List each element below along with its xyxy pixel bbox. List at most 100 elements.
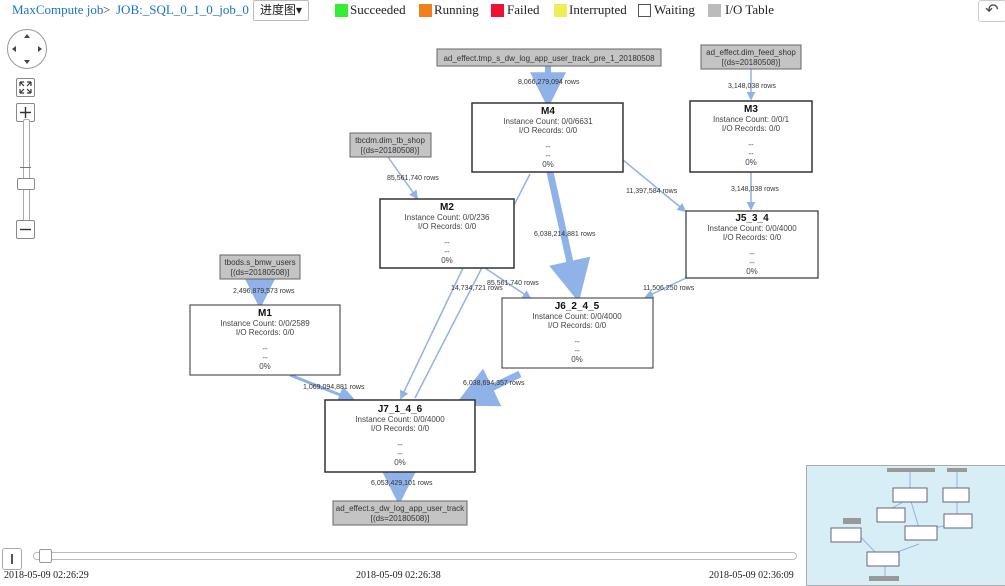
stage-name: M4 [541,106,555,117]
stage-progress: 0% [571,355,583,364]
instance-count: Instance Count: 0/0/4000 [355,415,445,424]
stage-node-m2[interactable]: M2 Instance Count: 0/0/236 I/O Records: … [379,198,515,269]
stage-node-m3[interactable]: M3 Instance Count: 0/0/1 I/O Records: 0/… [689,100,813,173]
zoom-tick [20,167,31,168]
stage-time: -- [444,238,450,247]
io-table-name: tbcdm.dim_tb_shop [355,136,425,145]
stage-time: -- [574,337,580,346]
legend-swatch-interrupted [554,4,567,17]
stage-node-m4[interactable]: M4 Instance Count: 0/0/6631 I/O Records:… [471,102,624,173]
stage-time: -- [545,142,551,151]
edge-label: 85,561,740 rows [387,175,439,182]
legend-swatch-io-table [708,4,721,17]
edge-m4-j5 [622,159,687,213]
undo-arrow-icon: ↶ [985,2,999,19]
edge-label: 11,397,584 rows [626,188,678,195]
stage-progress: 0% [394,458,406,467]
stage-node-j5[interactable]: J5_3_4 Instance Count: 0/0/4000 I/O Reco… [685,210,819,279]
edge-label: 6,053,429,101 rows [371,480,433,487]
io-records: I/O Records: 0/0 [548,321,607,330]
back-button[interactable]: ↶ [978,0,1005,22]
view-mode-label: 进度图 [259,3,296,17]
stage-name: J5_3_4 [735,213,769,224]
fit-screen-button[interactable] [16,78,35,97]
stage-time: -- [262,353,268,362]
io-table-name: ad_effect.tmp_s_dw_log_app_user_track_pr… [443,54,655,63]
legend-waiting: Waiting [654,2,695,17]
io-records: I/O Records: 0/0 [418,222,477,231]
edge-label: 85,561,740 rows [487,280,539,287]
edge-m2-j6 [484,267,532,299]
breadcrumb-job: JOB:_SQL_0_1_0_job_0 [116,2,249,18]
io-table-feed[interactable]: ad_effect.dim_feed_shop [(ds=20180508)] [700,44,802,70]
minimap-graph [830,468,973,581]
timeline-mid-time: 2018-05-09 02:26:38 [356,570,441,581]
view-mode-select[interactable]: 进度图▾ [253,0,309,21]
stage-name: M3 [744,104,758,115]
timeline-play-button[interactable] [2,548,22,570]
stage-progress: 0% [746,267,758,276]
instance-count: Instance Count: 0/0/2589 [220,319,310,328]
legend-swatch-failed [491,4,504,17]
minimap[interactable] [806,465,1005,586]
legend-swatch-succeeded [335,4,348,17]
io-table-partition: [(ds=20180508)] [231,268,290,277]
edge-m1-j7 [289,373,357,404]
legend-interrupted: Interrupted [569,2,627,17]
io-table-name: ad_effect.s_dw_log_app_user_track [336,504,465,513]
legend-succeeded: Succeeded [350,2,406,17]
io-table-track[interactable]: ad_effect.s_dw_log_app_user_track [(ds=2… [332,500,468,526]
io-records: I/O Records: 0/0 [371,424,430,433]
stage-node-j6[interactable]: J6_2_4_5 Instance Count: 0/0/4000 I/O Re… [501,297,654,369]
io-table-users[interactable]: tbods.s_bmw_users [(ds=20180508)] [219,254,301,280]
minus-icon [20,228,31,231]
io-records: I/O Records: 0/0 [722,124,781,133]
breadcrumb: MaxCompute job [12,2,103,18]
io-records: I/O Records: 0/0 [236,328,295,337]
breadcrumb-root-link[interactable]: MaxCompute job [12,2,104,17]
edge-label: 1,069,094,881 rows [303,384,365,391]
zoom-out-button[interactable] [16,220,35,239]
timeline-end-time: 2018-05-09 02:36:09 [709,570,794,581]
instance-count: Instance Count: 0/0/4000 [532,312,622,321]
stage-time: -- [749,249,755,258]
io-table-tbshop[interactable]: tbcdm.dim_tb_shop [(ds=20180508)] [349,132,432,158]
legend-swatch-waiting [638,4,651,17]
timeline-handle[interactable] [39,549,52,563]
stage-progress: 0% [542,160,554,169]
stage-time: -- [444,247,450,256]
pan-control[interactable] [7,29,47,69]
io-table-name: tbods.s_bmw_users [224,258,295,267]
stage-time: -- [545,151,551,160]
edge-tbshop-m2 [387,156,419,200]
breadcrumb-job-link[interactable]: JOB:_SQL_0_1_0_job_0 [116,2,249,17]
io-table-tmp[interactable]: ad_effect.tmp_s_dw_log_app_user_track_pr… [436,48,662,67]
stage-node-j7[interactable]: J7_1_4_6 Instance Count: 0/0/4000 I/O Re… [324,399,476,473]
edge-label: 3,148,038 rows [728,83,776,90]
timeline-start-time: 2018-05-09 02:26:29 [4,570,89,581]
io-records: I/O Records: 0/0 [519,126,578,135]
instance-count: Instance Count: 0/0/4000 [707,224,797,233]
expand-icon [19,81,32,94]
io-table-name: ad_effect.dim_feed_shop [706,48,796,57]
zoom-slider-track[interactable] [23,119,30,225]
legend-failed: Failed [507,2,540,17]
timeline-track[interactable] [33,552,797,560]
breadcrumb-separator: > [103,2,111,17]
zoom-slider-handle[interactable] [17,178,35,190]
stage-time: -- [397,449,403,458]
edge-label: 2,496,879,573 rows [233,288,295,295]
stage-time: -- [748,140,754,149]
legend-io-table: I/O Table [725,2,775,17]
stage-name: J6_2_4_5 [555,301,600,312]
stage-time: -- [397,440,403,449]
io-table-partition: [(ds=20180508)] [722,58,781,67]
stage-node-m1[interactable]: M1 Instance Count: 0/0/2589 I/O Records:… [189,304,341,376]
stage-progress: 0% [745,158,757,167]
top-bar: MaxCompute job > JOB:_SQL_0_1_0_job_0 进度… [0,0,1005,22]
instance-count: Instance Count: 0/0/1 [713,115,790,124]
stage-name: M1 [258,308,272,319]
stage-name: M2 [440,202,454,213]
io-table-partition: [(ds=20180508)] [371,514,430,523]
